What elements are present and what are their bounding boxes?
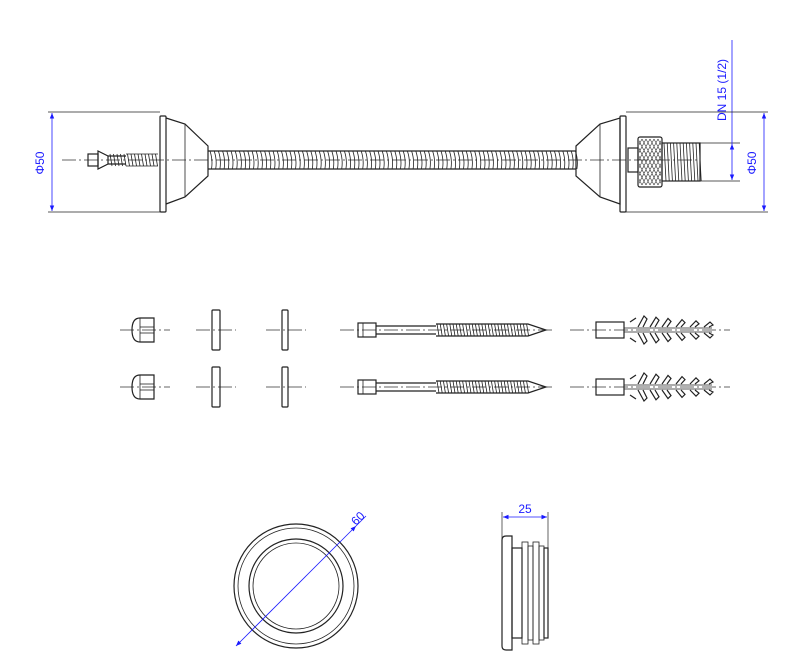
right-flange — [575, 115, 627, 213]
right-threaded-connector — [627, 136, 702, 188]
left-threaded-tip — [87, 150, 158, 170]
cover-ring-front-view: 60 — [233, 509, 368, 649]
washer — [211, 366, 221, 408]
thread-size-label: DN 15 (1/2) — [715, 59, 729, 121]
connector-assembly: Φ50 DN 15 (1/2) Φ50 — [33, 40, 768, 213]
left-flange — [159, 115, 209, 213]
wood-screw — [357, 379, 548, 395]
hardware-row-1 — [120, 309, 730, 351]
thread-dimension: DN 15 (1/2) — [700, 40, 740, 182]
wall-plug — [595, 372, 715, 402]
spiral-hose — [208, 150, 578, 170]
right-diameter-label: Φ50 — [745, 151, 759, 174]
fixing-hardware — [120, 309, 730, 408]
cap-nut — [131, 374, 155, 400]
ring-diameter-label: 60 — [348, 509, 368, 529]
left-diameter-dimension: Φ50 — [33, 111, 160, 213]
washer — [281, 366, 289, 408]
wall-plug — [595, 315, 715, 345]
wood-screw — [357, 322, 548, 338]
hardware-row-2 — [120, 366, 730, 408]
cap-nut — [131, 317, 155, 343]
washer — [281, 309, 289, 351]
ring-width-label: 25 — [518, 502, 532, 516]
washer — [211, 309, 221, 351]
left-diameter-label: Φ50 — [33, 151, 47, 174]
right-diameter-dimension: Φ50 — [626, 111, 768, 213]
cover-ring-side-view: 25 — [501, 502, 549, 651]
